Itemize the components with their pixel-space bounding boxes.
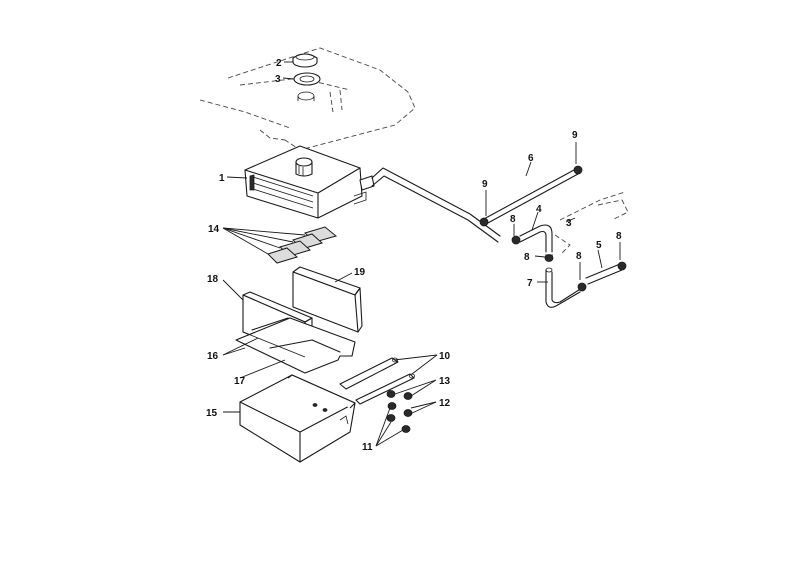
label-part-2: 2	[276, 58, 282, 69]
label-part-11: 11	[362, 442, 373, 453]
label-part-6: 6	[528, 153, 534, 164]
label-part-13: 13	[439, 376, 451, 387]
label-part-19: 19	[354, 267, 366, 278]
label-part-12: 12	[439, 398, 451, 409]
label-part-14: 14	[208, 224, 220, 235]
label-part-15: 15	[206, 408, 218, 419]
label-part-5: 5	[596, 240, 602, 251]
j-fuel-tube-7	[545, 267, 583, 308]
label-part-9-b: 9	[572, 130, 578, 141]
label-part-8-d: 8	[616, 231, 622, 242]
label-part-8-a: 8	[510, 214, 516, 225]
label-part-4: 4	[536, 204, 542, 215]
filler-neck-phantom	[297, 91, 315, 101]
hardware-nuts-washers	[386, 390, 413, 433]
side-plate-19	[292, 266, 363, 333]
fuel-tank	[244, 145, 375, 219]
gas-cap	[292, 53, 318, 68]
strap-bolts-10	[339, 357, 415, 405]
fuel-line-main	[371, 167, 501, 243]
callout-labels: 2 3 1 4 5 6 7 8 8 8 8 9 9 3 14 18 19 16 …	[206, 58, 622, 453]
tank-pads	[267, 226, 338, 264]
label-part-10: 10	[439, 351, 451, 362]
leader-lines	[222, 61, 621, 447]
label-part-8-b: 8	[524, 252, 530, 263]
label-part-16: 16	[207, 351, 219, 362]
label-part-18: 18	[207, 274, 219, 285]
label-part-9-a: 9	[482, 179, 488, 190]
base-plate-17	[235, 317, 356, 374]
fuel-line-tube-6	[479, 165, 583, 227]
label-part-1: 1	[219, 173, 225, 184]
phantom-frame-outline	[199, 47, 629, 256]
heat-shield-15	[239, 374, 356, 463]
label-part-7: 7	[527, 278, 533, 289]
label-part-3-b: 3	[566, 218, 572, 229]
bent-fuel-tube-4	[511, 224, 554, 262]
label-part-17: 17	[234, 376, 246, 387]
label-part-8-c: 8	[576, 251, 582, 262]
label-part-3: 3	[275, 74, 281, 85]
cap-gasket	[293, 72, 321, 86]
fuel-tube-5	[577, 261, 627, 292]
